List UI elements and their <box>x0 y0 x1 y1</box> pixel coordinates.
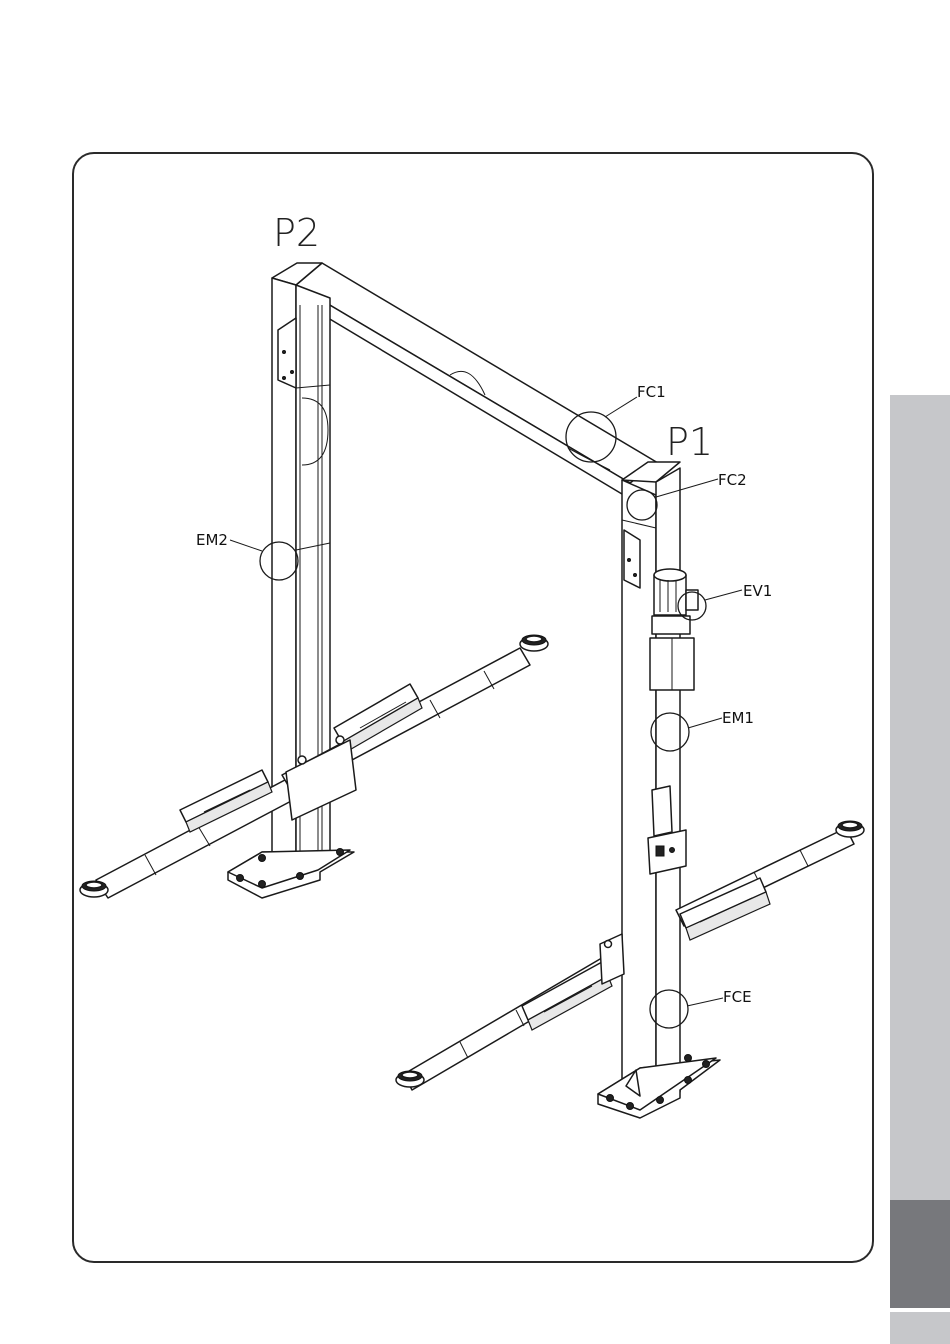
power-unit <box>650 569 698 690</box>
label-p1: P1 <box>666 420 713 464</box>
label-fce: FCE <box>723 988 752 1006</box>
top-crossbeam <box>296 263 658 500</box>
front-arm-right <box>676 821 864 940</box>
post-p1 <box>622 462 680 1102</box>
label-em1: EM1 <box>722 709 754 727</box>
label-ev1: EV1 <box>743 582 772 600</box>
label-em2: EM2 <box>196 531 228 549</box>
label-fc1: FC1 <box>637 383 666 401</box>
label-p2: P2 <box>273 211 320 255</box>
front-arm-left <box>396 934 624 1090</box>
post-p2-baseplate <box>228 849 354 899</box>
label-fc2: FC2 <box>718 471 747 489</box>
